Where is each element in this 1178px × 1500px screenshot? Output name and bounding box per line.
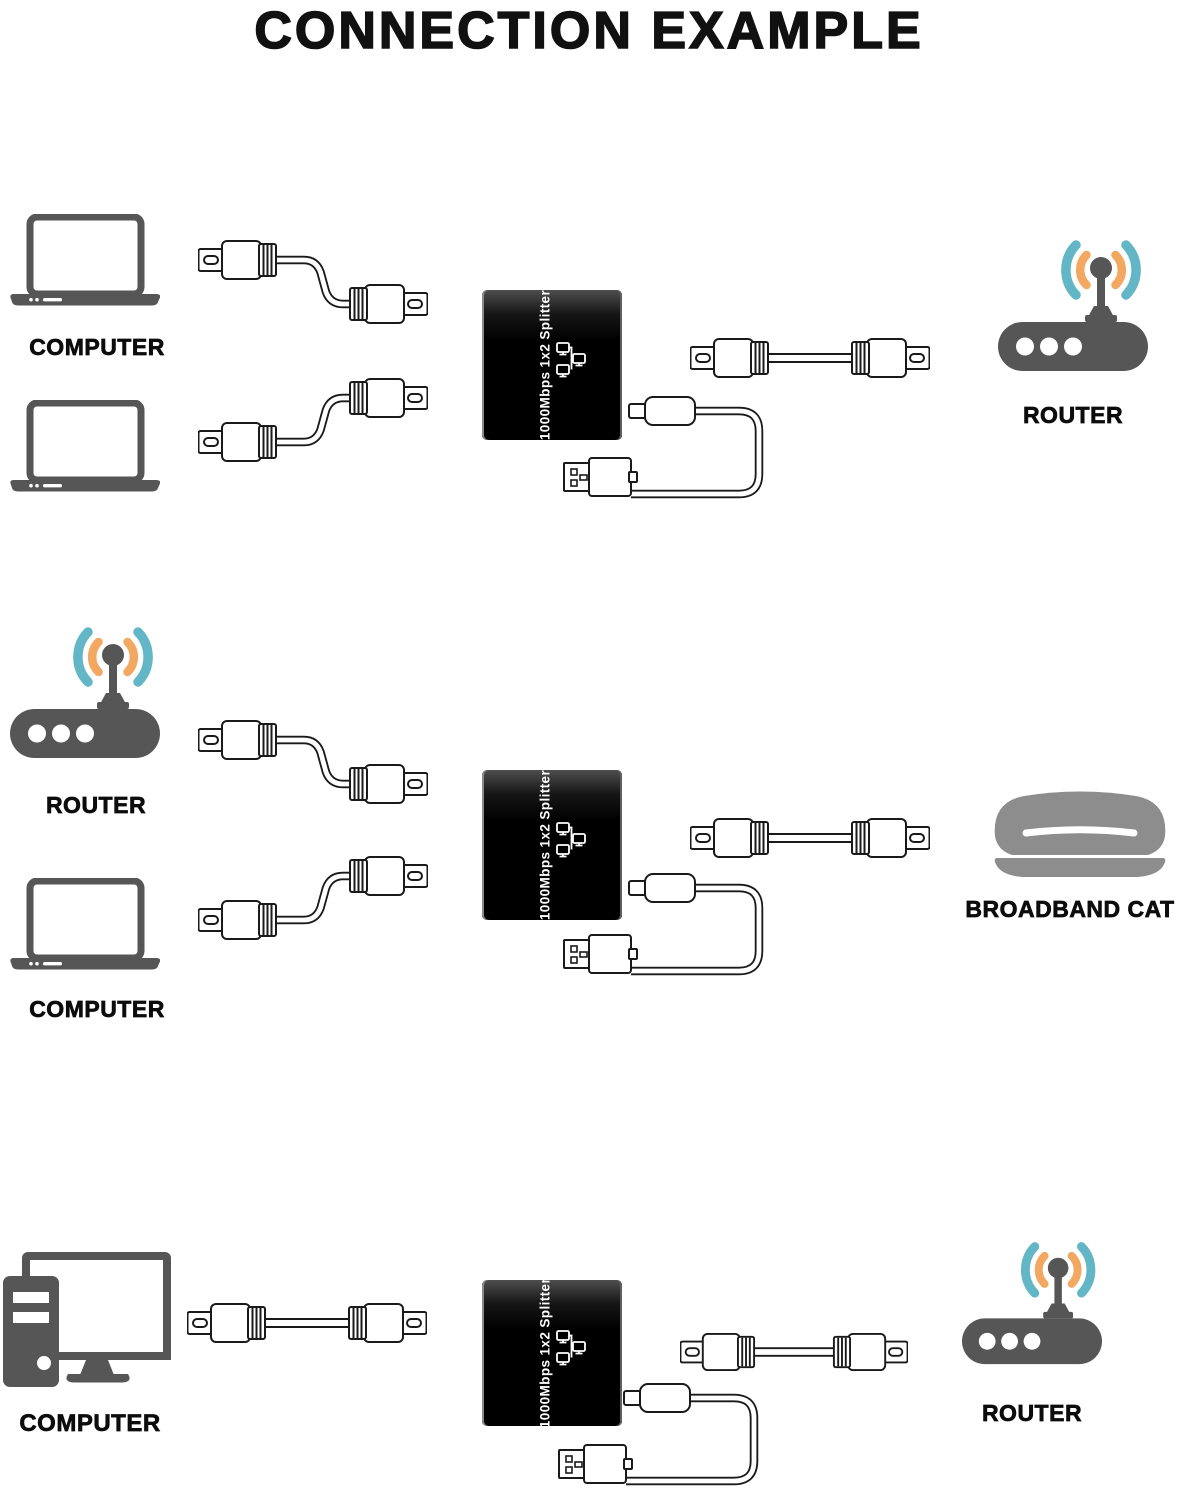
splitter-label: 1000Mbps 1x2 Splitter: [537, 289, 553, 441]
splitter-device: 1000Mbps 1x2 Splitter: [482, 290, 622, 440]
laptop-icon: [10, 878, 160, 970]
laptop-icon: [10, 214, 160, 306]
splitter-device: 1000Mbps 1x2 Splitter: [482, 1277, 622, 1429]
router-label: ROUTER: [981, 1400, 1083, 1427]
desktop-computer-icon: [2, 1252, 174, 1387]
splitter-label: 1000Mbps 1x2 Splitter: [537, 1277, 553, 1429]
ethernet-cable-icon: [198, 856, 428, 940]
page-title: CONNECTION EXAMPLE: [254, 1, 924, 61]
splitter-label: 1000Mbps 1x2 Splitter: [537, 769, 553, 921]
ethernet-patch-cable-icon: [690, 815, 930, 861]
router-icon: [998, 238, 1148, 374]
broadband-cat-label: BROADBAND CAT: [965, 896, 1175, 923]
computer-label: COMPUTER: [29, 334, 165, 361]
ethernet-patch-cable-icon: [187, 1300, 427, 1346]
ethernet-patch-cable-icon: [690, 335, 930, 381]
network-split-icon: [556, 822, 586, 858]
broadband-modem-icon: [980, 786, 1178, 881]
network-split-icon: [556, 342, 586, 378]
splitter-device: 1000Mbps 1x2 Splitter: [482, 770, 622, 920]
router-label: ROUTER: [1022, 402, 1124, 429]
laptop-icon: [10, 400, 160, 492]
usb-power-cable-icon: [563, 862, 778, 984]
router-icon: [10, 625, 160, 761]
usb-power-cable-icon: [558, 1372, 773, 1494]
computer-label: COMPUTER: [29, 996, 165, 1023]
network-split-icon: [556, 1330, 586, 1366]
usb-power-cable-icon: [563, 385, 778, 507]
ethernet-cable-icon: [198, 720, 428, 804]
computer-label: COMPUTER: [19, 1410, 161, 1438]
ethernet-cable-icon: [198, 240, 428, 324]
router-label: ROUTER: [45, 792, 147, 819]
ethernet-cable-icon: [198, 378, 428, 462]
router-icon: [962, 1240, 1102, 1367]
ethernet-patch-cable-icon: [680, 1329, 908, 1375]
